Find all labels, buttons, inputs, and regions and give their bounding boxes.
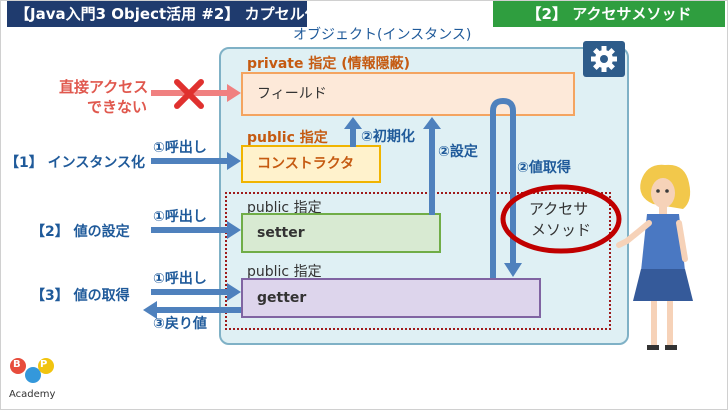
cannot-label: できない [87,98,148,116]
accessor-label-line2: メソッド [531,221,592,239]
set-label: ②設定 [438,144,478,160]
setter-box: setter [241,213,441,253]
arrow-return-value [143,301,241,319]
logo-caption: Academy [9,389,56,400]
public-label-constructor: public 指定 [247,130,328,146]
header-right-title: 【2】 アクセサメソッド [493,1,725,27]
arrow-call-setter [151,221,241,239]
step3-label: 【3】 値の取得 [31,288,130,304]
header-left-title: 【Java入門3 Object活用 #2】 カプセル化 [7,1,320,27]
private-label: private 指定 (情報隠蔽) [247,56,411,72]
constructor-box: コンストラクタ [241,145,381,183]
cross-icon [174,79,204,109]
call-label-1: ①呼出し [153,140,207,156]
arrow-init [344,117,362,147]
accessor-highlight-circle [500,184,622,254]
gear-icon[interactable] [583,41,625,77]
bcp-logo: BCP Academy [9,355,55,405]
arrow-set [423,117,441,215]
getter-box: getter [241,278,541,318]
field-box: フィールド [241,72,575,116]
get-value-label: ②値取得 [517,160,571,176]
step2-label: 【2】 値の設定 [31,224,130,240]
object-label: オブジェクト(インスタンス) [293,27,472,43]
accessor-method-region [225,192,611,330]
accessor-label-line1: アクセサ [529,200,589,218]
arrow-call-getter [151,283,241,301]
step1-label: 【1】 インスタンス化 [5,155,146,171]
arrow-get-value [490,97,516,278]
arrow-call-constructor [151,152,241,170]
logo-letters: BCP [13,359,54,370]
direct-access-label: 直接アクセス [59,78,149,96]
init-label: ②初期化 [361,129,415,145]
public-label-getter: public 指定 [247,264,322,280]
call-label-3: ①呼出し [153,271,207,287]
call-label-2: ①呼出し [153,209,207,225]
return-label: ③戻り値 [153,316,207,332]
public-label-setter: public 指定 [247,200,322,216]
arrow-get-value-head [504,263,522,277]
